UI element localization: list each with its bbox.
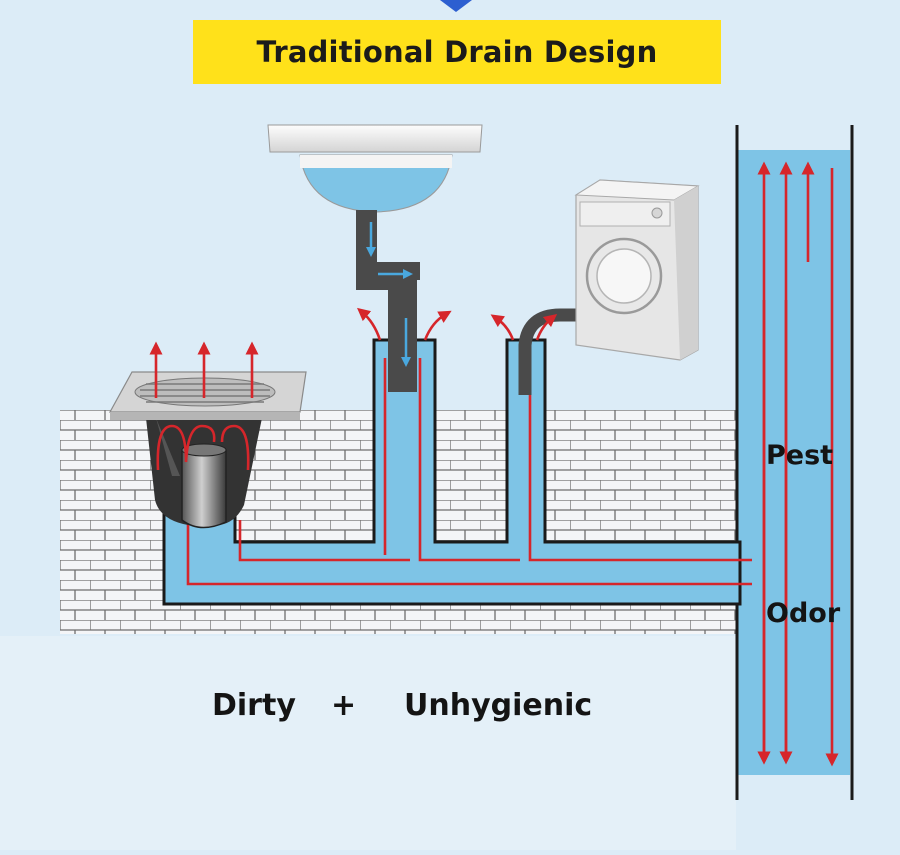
floor-drain-icon [108, 371, 307, 529]
odor-flow-lines [186, 358, 752, 586]
odor-escape-arrows [357, 307, 558, 341]
floor-drain-odor-arrows [149, 341, 259, 398]
plus-sign: + [331, 688, 357, 723]
washing-machine-icon [574, 179, 700, 361]
floor-area [0, 636, 736, 850]
diagram-title: Traditional Drain Design [256, 35, 658, 69]
basin-trap-pipe [356, 210, 420, 392]
washer-hose [518, 308, 580, 395]
title-banner: Traditional Drain Design [193, 20, 721, 84]
pest-label: Pest [766, 440, 834, 471]
top-chevron-icon [440, 0, 472, 12]
washbasin-icon [267, 124, 483, 213]
unhygienic-label: Unhygienic [404, 688, 593, 723]
stack-flow-arrows [757, 161, 839, 767]
odor-label: Odor [766, 598, 841, 629]
dirty-label: Dirty [212, 688, 296, 723]
